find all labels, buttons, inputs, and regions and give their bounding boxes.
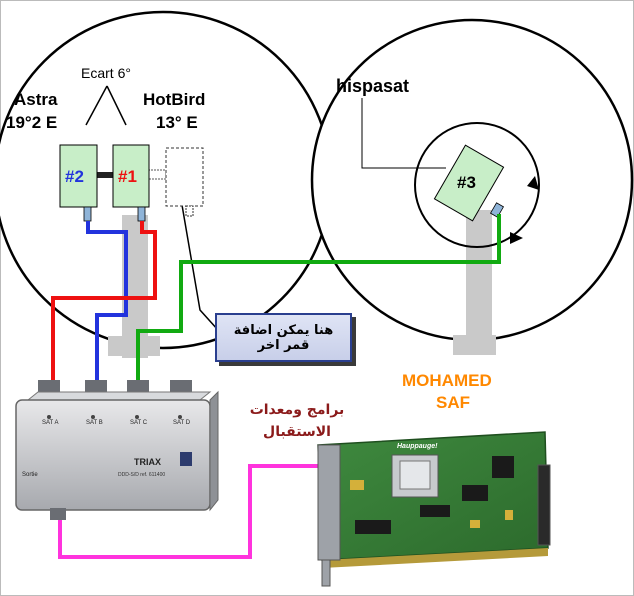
lnb-2-label: #2 [65, 167, 84, 186]
hispasat-label: hispasat [336, 76, 410, 96]
hotbird-name: HotBird [143, 90, 206, 109]
lnb-3 [433, 144, 505, 222]
receiver-label-line-1: برامج ومعدات [249, 402, 345, 418]
lnb-extra-slot [165, 147, 204, 207]
switch-output-label: Sortie [22, 472, 38, 478]
switch-port-label-a: SAT A [42, 420, 59, 426]
ecart-line-right [106, 85, 127, 126]
astra-position: 19°2 E [6, 113, 58, 132]
mast-left-base [108, 336, 160, 356]
add-satellite-callout: هنا يمكن اضافة قمر اخر [215, 313, 352, 362]
callout-leader-line [181, 204, 219, 331]
cable-blue [86, 221, 128, 386]
lnb-1 [112, 144, 150, 208]
lnb-2-connector [83, 206, 92, 222]
rotation-circle [414, 122, 540, 248]
callout-line-2: قمر اخر [257, 337, 310, 353]
ecart-label: Ecart 6° [81, 65, 131, 81]
mast-right [466, 210, 492, 355]
receiver-card [317, 431, 551, 587]
cable-magenta [58, 464, 330, 559]
receiver-label-line-2: الاستقبال [263, 424, 331, 440]
hotbird-position: 13° E [156, 113, 198, 132]
lnb-bracket [95, 172, 113, 178]
rotation-arrow-icon [527, 176, 539, 190]
cable-green [136, 214, 501, 386]
switch-port-label-b: SAT B [86, 420, 103, 426]
cable-red [51, 221, 157, 386]
card-brand: Hauppauge! [397, 443, 438, 450]
callout-line-1: هنا يمكن اضافة [233, 322, 334, 338]
lnb-1-connector [137, 206, 146, 222]
diseqc-switch [15, 380, 219, 520]
switch-port-label-d: SAT D [173, 420, 191, 426]
author-line-2: SAF [436, 393, 470, 412]
switch-port-label-c: SAT C [130, 420, 148, 426]
mast-right-base [453, 335, 496, 355]
switch-brand: TRIAX [134, 457, 161, 467]
author-line-1: MOHAMED [402, 371, 492, 390]
lnb-3-label: #3 [457, 173, 476, 192]
astra-name: Astra [14, 90, 58, 109]
lnb-2 [59, 144, 98, 208]
lnb-3-connector [489, 202, 505, 218]
ecart-line-left [85, 85, 108, 126]
lnb-extra-connector [185, 205, 194, 217]
switch-model: DDD-S/D ref. 611400 [118, 472, 166, 478]
rotation-arrow-icon-2 [510, 232, 523, 244]
hispasat-leader-line [361, 98, 446, 169]
lnb-1-label: #1 [118, 167, 137, 186]
